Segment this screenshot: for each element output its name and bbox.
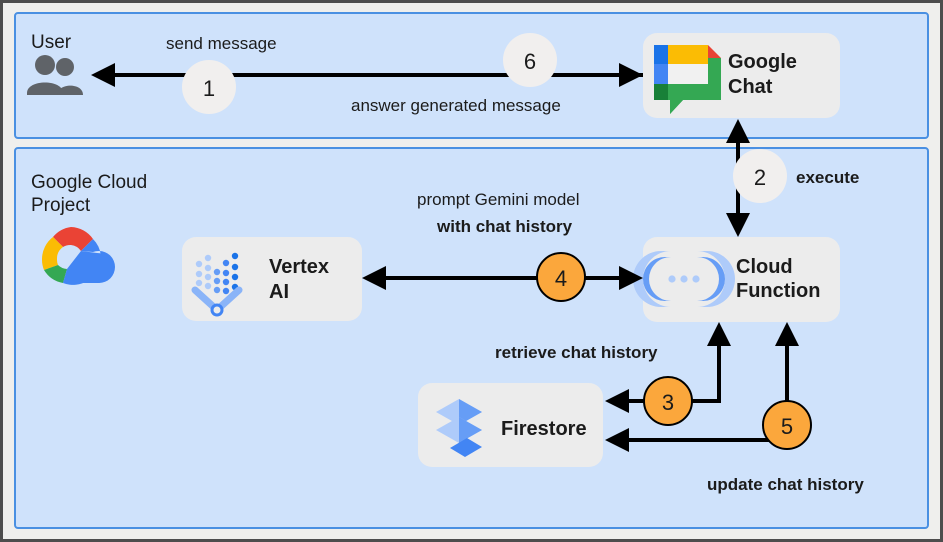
cloud-function-label-line1: Cloud <box>736 256 793 278</box>
google-chat-icon <box>654 45 721 114</box>
edge-4-label-line2: with chat history <box>436 217 573 236</box>
vertex-ai-label-line1: Vertex <box>269 256 329 278</box>
firestore-icon <box>436 399 482 457</box>
edge-6-label: answer generated message <box>351 96 561 115</box>
edge-3-label: retrieve chat history <box>495 343 658 362</box>
edge-2-label: execute <box>796 168 859 187</box>
step-badge-2-number: 2 <box>754 165 766 190</box>
user-icon <box>27 55 83 95</box>
step-badge-6 <box>503 33 557 87</box>
google-cloud-panel-title-line1: Google Cloud <box>31 172 147 193</box>
step-badge-6-number: 6 <box>524 49 536 74</box>
step-badge-4-number: 4 <box>555 266 567 291</box>
step-badge-5 <box>762 400 812 450</box>
cloud-function-node[interactable] <box>643 237 840 322</box>
step-badge-2 <box>733 149 787 203</box>
google-cloud-icon <box>41 227 115 285</box>
google-chat-label-line2: Chat <box>728 76 773 98</box>
google-cloud-panel-title-line2: Project <box>31 195 91 216</box>
vertex-ai-label-line2: AI <box>269 281 289 303</box>
step-badge-1-number: 1 <box>203 76 215 101</box>
edge-5-label: update chat history <box>707 475 864 494</box>
google-chat-label-line1: Google <box>728 51 797 73</box>
cloud-function-icon <box>633 251 735 307</box>
firestore-label: Firestore <box>501 418 587 440</box>
step-badge-4 <box>536 252 586 302</box>
architecture-diagram: User Google Chat send message 1 <box>14 12 929 529</box>
step-badge-1 <box>182 60 236 114</box>
step-badge-3-number: 3 <box>662 390 674 415</box>
user-panel-title: User <box>31 32 72 53</box>
edge-4-label-line1: prompt Gemini model <box>417 190 580 209</box>
cloud-function-label-line2: Function <box>736 280 820 302</box>
edge-1-label: send message <box>166 34 277 53</box>
vertex-ai-icon <box>191 252 243 317</box>
step-badge-5-number: 5 <box>781 414 793 439</box>
